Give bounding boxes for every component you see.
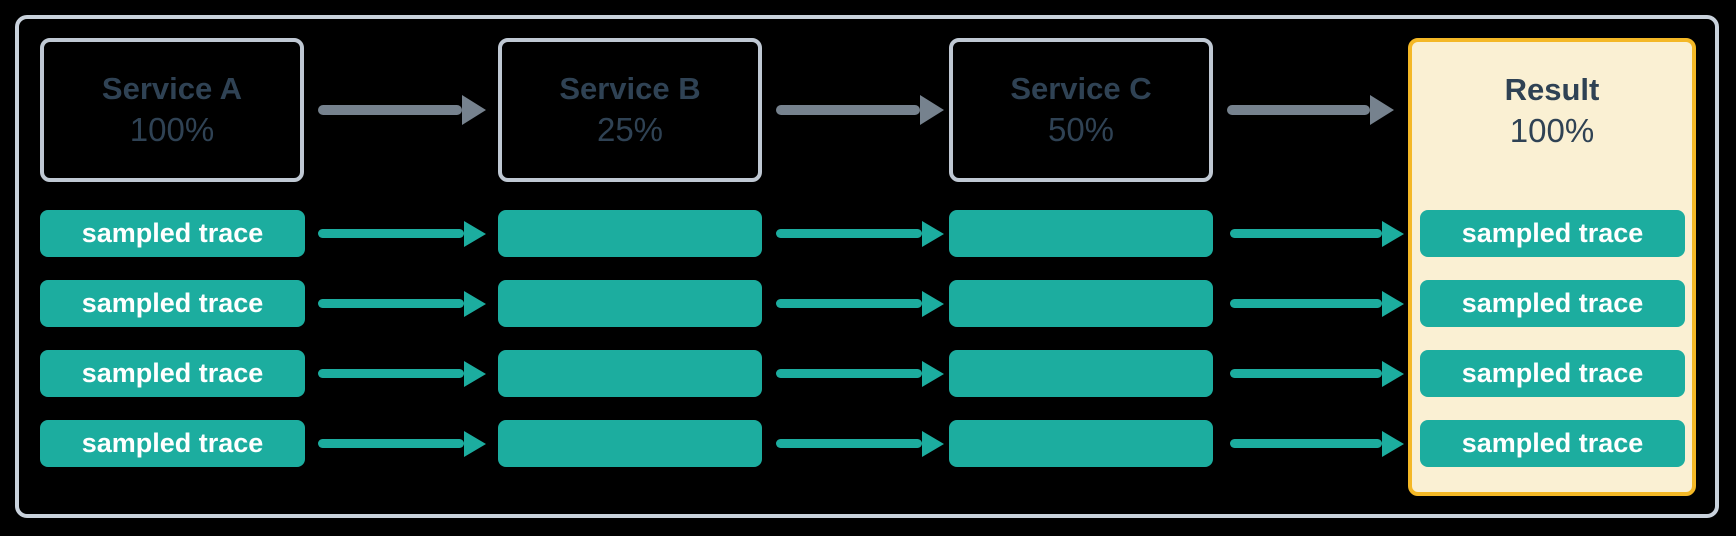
trace-c-row1 (949, 210, 1213, 257)
flow-arrow-b-to-c (776, 105, 920, 115)
trace-b-row3 (498, 350, 762, 397)
trace-a-row1: sampled trace (40, 210, 305, 257)
trace-arrow-c-result-row2 (1230, 299, 1382, 308)
trace-arrow-c-result-row3 (1230, 369, 1382, 378)
trace-arrow-b-c-row4 (776, 439, 922, 448)
trace-b-row2 (498, 280, 762, 327)
service-c-node: Service C 50% (949, 38, 1213, 182)
trace-arrow-b-c-row3 (776, 369, 922, 378)
trace-arrow-c-result-row1 (1230, 229, 1382, 238)
trace-result-row2: sampled trace (1420, 280, 1685, 327)
trace-b-row1 (498, 210, 762, 257)
trace-b-row4 (498, 420, 762, 467)
result-sample-rate: 100% (1509, 111, 1595, 149)
diagram-frame (15, 15, 1719, 518)
service-a-title: Service A (101, 70, 243, 106)
trace-arrow-a-b-row1 (318, 229, 464, 238)
service-c-title: Service C (1010, 70, 1152, 106)
trace-c-row4 (949, 420, 1213, 467)
trace-a-row2: sampled trace (40, 280, 305, 327)
result-title: Result (1504, 71, 1600, 107)
trace-c-row3 (949, 350, 1213, 397)
trace-result-row3: sampled trace (1420, 350, 1685, 397)
service-a-sample-rate: 100% (129, 110, 215, 148)
service-c-sample-rate: 50% (1047, 110, 1115, 148)
trace-result-row1: sampled trace (1420, 210, 1685, 257)
flow-arrow-a-to-b (318, 105, 462, 115)
result-header: Result 100% (1412, 42, 1692, 180)
trace-arrow-a-b-row3 (318, 369, 464, 378)
result-panel: Result 100% (1408, 38, 1696, 496)
trace-a-row3: sampled trace (40, 350, 305, 397)
service-b-node: Service B 25% (498, 38, 762, 182)
trace-c-row2 (949, 280, 1213, 327)
flow-arrow-c-to-result (1227, 105, 1370, 115)
trace-arrow-b-c-row2 (776, 299, 922, 308)
trace-result-row4: sampled trace (1420, 420, 1685, 467)
service-a-node: Service A 100% (40, 38, 304, 182)
trace-arrow-a-b-row2 (318, 299, 464, 308)
trace-a-row4: sampled trace (40, 420, 305, 467)
service-b-title: Service B (559, 70, 701, 106)
trace-arrow-b-c-row1 (776, 229, 922, 238)
trace-arrow-c-result-row4 (1230, 439, 1382, 448)
service-b-sample-rate: 25% (596, 110, 664, 148)
trace-arrow-a-b-row4 (318, 439, 464, 448)
